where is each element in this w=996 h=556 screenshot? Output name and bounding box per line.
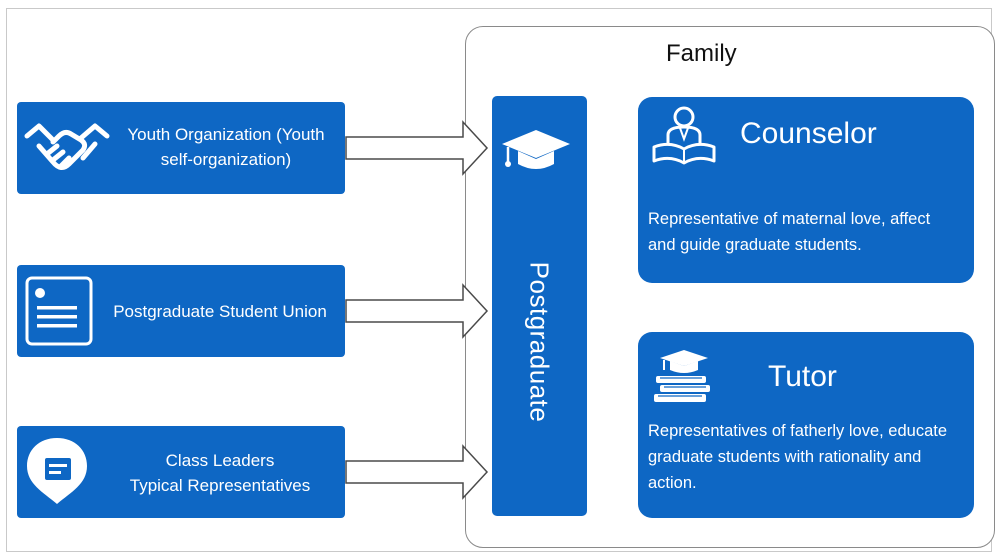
books-cap-icon xyxy=(652,348,722,409)
tutor-description: Representatives of fatherly love, educat… xyxy=(648,418,970,496)
class-leaders-line2: Typical Representatives xyxy=(129,476,311,495)
family-title: Family xyxy=(666,40,737,67)
arrow-union-to-postgraduate xyxy=(345,283,489,339)
youth-organization-box: Youth Organization (Youth self-organizat… xyxy=(17,102,345,194)
youth-organization-line2: self-organization) xyxy=(160,150,292,169)
counselor-desc-line1: Representative of maternal love, affect xyxy=(648,210,931,228)
counselor-desc-line2: and guide graduate students. xyxy=(648,236,862,254)
student-union-label: Postgraduate Student Union xyxy=(113,302,327,321)
counselor-card: Counselor Representative of maternal lov… xyxy=(638,97,974,283)
person-reading-icon xyxy=(650,105,718,170)
tutor-desc-line1: Representatives of fatherly love, educat… xyxy=(648,422,948,440)
badge-icon xyxy=(25,436,89,511)
tutor-desc-line2: graduate students with rationality and xyxy=(648,448,922,466)
class-leaders-label: Class Leaders Typical Representatives xyxy=(101,448,339,498)
arrow-youth-to-postgraduate xyxy=(345,120,489,176)
postgraduate-label: Postgraduate xyxy=(524,261,555,423)
class-leaders-line1: Class Leaders xyxy=(165,451,275,470)
student-union-box: Postgraduate Student Union xyxy=(17,265,345,357)
arrow-leaders-to-postgraduate xyxy=(345,444,489,500)
tutor-card: Tutor Representatives of fatherly love, … xyxy=(638,332,974,518)
counselor-description: Representative of maternal love, affect … xyxy=(648,206,970,258)
youth-organization-label: Youth Organization (Youth self-organizat… xyxy=(112,122,340,172)
handshake-icon xyxy=(23,116,111,187)
graduation-cap-icon xyxy=(500,128,572,181)
class-leaders-box: Class Leaders Typical Representatives xyxy=(17,426,345,518)
tutor-desc-line3: action. xyxy=(648,474,697,492)
id-card-icon xyxy=(24,275,94,352)
tutor-title: Tutor xyxy=(768,360,837,393)
counselor-title: Counselor xyxy=(740,117,877,150)
youth-organization-line1: Youth Organization (Youth xyxy=(127,125,325,144)
